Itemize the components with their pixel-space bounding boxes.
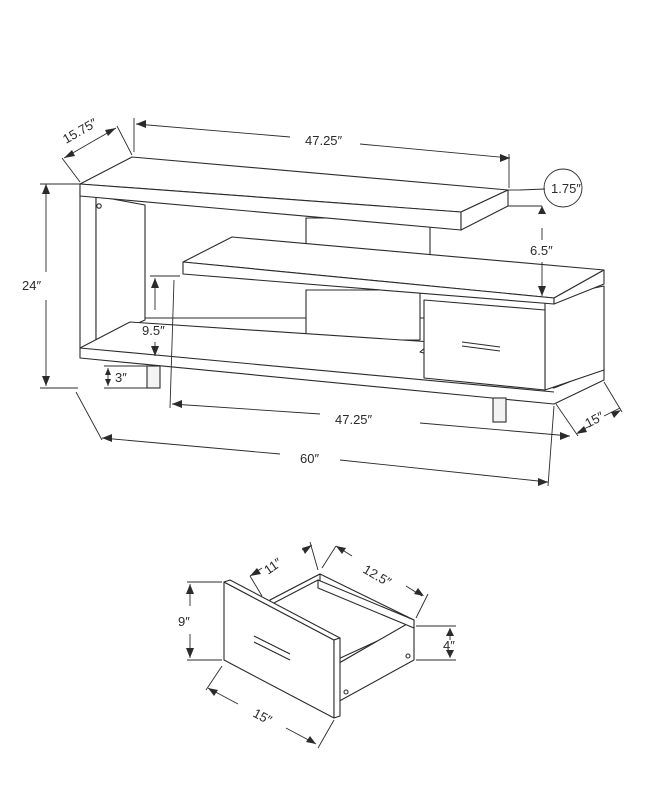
left-side-panel-inner <box>95 195 146 343</box>
drawer-handle <box>253 635 291 655</box>
dim-drawer-inner-depth: 11″ <box>261 555 285 578</box>
dim-top-depth: 15.75″ <box>60 115 100 147</box>
dim-drawer-box-height: 4″ <box>443 638 455 653</box>
left-side-panel-front <box>79 187 97 349</box>
callout-circle <box>543 168 583 208</box>
dim-base-depth: 15″ <box>582 408 606 430</box>
dim-top-width: 47.25″ <box>305 133 343 148</box>
dim-lower-gap: 9.5″ <box>142 323 165 338</box>
dim-shelf-gap: 6.5″ <box>530 243 553 258</box>
lower-shelf-side <box>553 269 605 305</box>
lower-divider <box>305 289 421 341</box>
drawer-dimension-lines <box>186 541 456 749</box>
dim-drawer-front-width: 15″ <box>251 705 275 727</box>
base-edge <box>79 347 555 393</box>
tv-stand-illustration <box>79 156 605 423</box>
drawer-front-side-edge <box>333 637 341 719</box>
leg-right <box>492 397 507 423</box>
drawer-illustration <box>223 573 415 719</box>
dim-drawer-inner-width: 12.5″ <box>361 562 395 590</box>
dim-height: 24″ <box>22 278 41 293</box>
dim-top-thickness: 1.75″ <box>551 181 581 196</box>
leg-left <box>146 365 161 389</box>
cam-lock-hole <box>96 203 102 209</box>
dim-leg-height: 3″ <box>115 370 127 385</box>
drawer-handle-line <box>461 341 501 348</box>
dim-drawer-front-height: 9″ <box>178 614 190 629</box>
drawer-handle-line-2 <box>461 345 501 352</box>
drawer-screw-hole <box>343 689 349 695</box>
drawer-screw-hole-2 <box>405 653 411 659</box>
dim-total-width: 60″ <box>300 451 319 466</box>
dim-lower-width: 47.25″ <box>335 412 373 427</box>
drawer-handle-2 <box>253 641 291 661</box>
tv-stand-dimension-lines <box>40 118 623 487</box>
drawer-back-top <box>317 579 415 629</box>
